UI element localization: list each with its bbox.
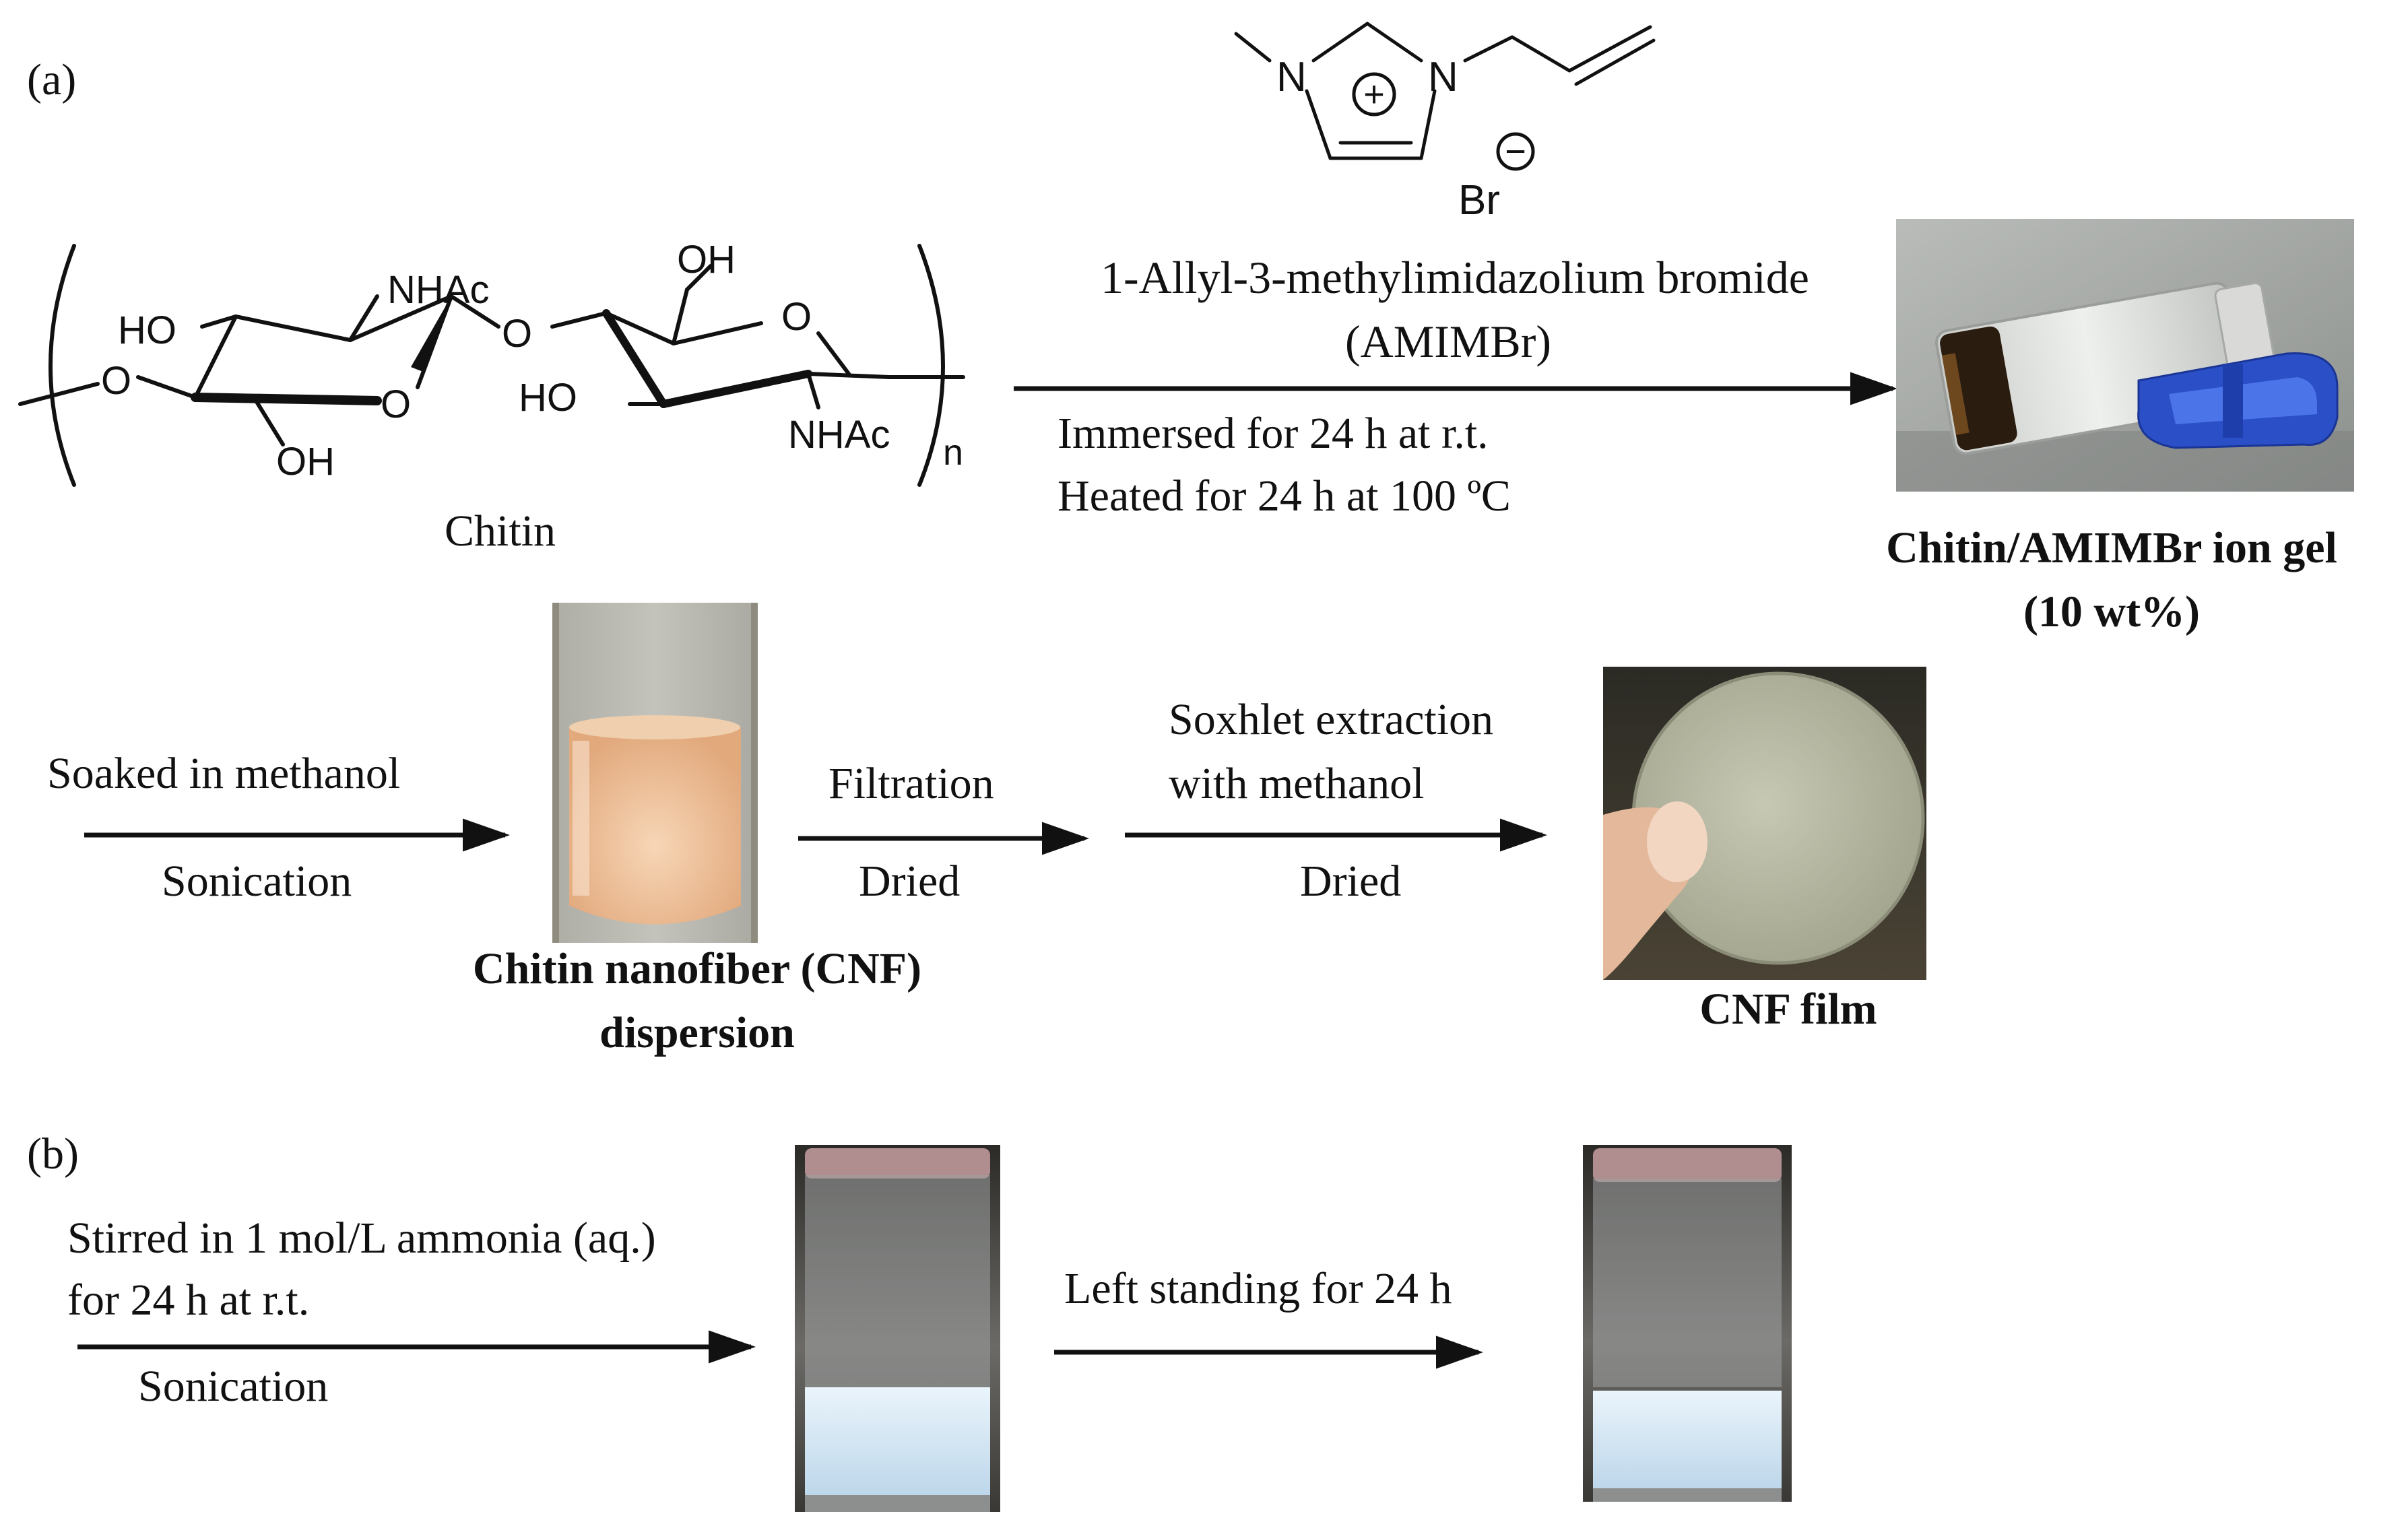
chitin-group-nhac-bottom: NHAc [788, 413, 890, 457]
chitin-group-ho-left: HO [118, 308, 176, 352]
step2-top: Soaked in methanol [47, 749, 400, 798]
cnf-dispersion-label-line1: Chitin nanofiber (CNF) [473, 944, 921, 993]
amimbr-br: Br [1458, 177, 1500, 224]
bracket-right [917, 244, 945, 487]
amimbr-n-left: N [1276, 54, 1307, 100]
chitin-group-ho-mid: HO [519, 376, 577, 420]
amimbr-n-right: N [1428, 54, 1458, 100]
step5-bottom: Sonication [138, 1362, 328, 1411]
chitin-name: Chitin [445, 506, 556, 556]
chitin-group-o-left: O [101, 359, 131, 403]
bracket-left [48, 244, 76, 487]
step2-bottom: Sonication [162, 857, 352, 906]
amimbr-name-line2: (AMIMBr) [1345, 316, 1551, 367]
step3-bottom: Dried [859, 857, 960, 906]
amimbr-name-line1: 1-Allyl-3-methylimidazolium bromide [1101, 252, 1809, 303]
photo-cnf-film [1603, 667, 1926, 980]
amimbr-minus: − [1505, 131, 1526, 172]
chitin-group-nhac-top: NHAc [387, 268, 489, 312]
chitin-group-oh-bottom: OH [276, 440, 335, 484]
step6-label: Left standing for 24 h [1064, 1264, 1452, 1313]
step5-line2: for 24 h at r.t. [67, 1275, 309, 1325]
amimbr-plus: + [1363, 74, 1385, 114]
cnf-film-label: CNF film [1699, 985, 1877, 1034]
step1-line1: Immersed for 24 h at r.t. [1057, 409, 1489, 458]
chitin-labels: HO NHAc OH O O O O HO NHAc n OH Chitin [101, 238, 963, 556]
step5-line1: Stirred in 1 mol/L ammonia (aq.) [67, 1214, 656, 1263]
chitin-group-o-ring-left: O [381, 383, 411, 426]
chitin-structure [18, 244, 965, 487]
chitin-group-o-glycosidic: O [502, 312, 532, 356]
panel-label-b: (b) [27, 1129, 79, 1179]
step4-bottom: Dried [1300, 857, 1401, 906]
ion-gel-label-line1: Chitin/AMIMBr ion gel [1886, 523, 2337, 572]
chitin-group-oh-top: OH [677, 238, 736, 281]
step1-line2: Heated for 24 h at 100 ºC [1057, 471, 1511, 521]
chitin-group-o-ring-right: O [781, 295, 812, 339]
ion-gel-label-line2: (10 wt%) [2023, 587, 2200, 636]
photo-cnf-dispersion [552, 603, 758, 943]
step4-top-line1: Soxhlet extraction [1169, 695, 1493, 744]
amimbr-labels: N N + − Br 1-Allyl-3-methylimidazolium b… [1101, 54, 1809, 367]
photo-ion-gel [1896, 219, 2354, 492]
photo-vial-sonicated [795, 1145, 1000, 1512]
panel-label-a: (a) [27, 55, 76, 104]
amimbr-structure [1234, 22, 1656, 171]
plus-circle [1352, 72, 1396, 117]
step4-top-line2: with methanol [1169, 759, 1424, 808]
cnf-dispersion-label-line2: dispersion [599, 1008, 795, 1057]
step3-top: Filtration [828, 759, 994, 808]
minus-circle [1496, 132, 1535, 171]
photo-vial-standing [1583, 1145, 1792, 1502]
chitin-group-n: n [943, 432, 963, 473]
